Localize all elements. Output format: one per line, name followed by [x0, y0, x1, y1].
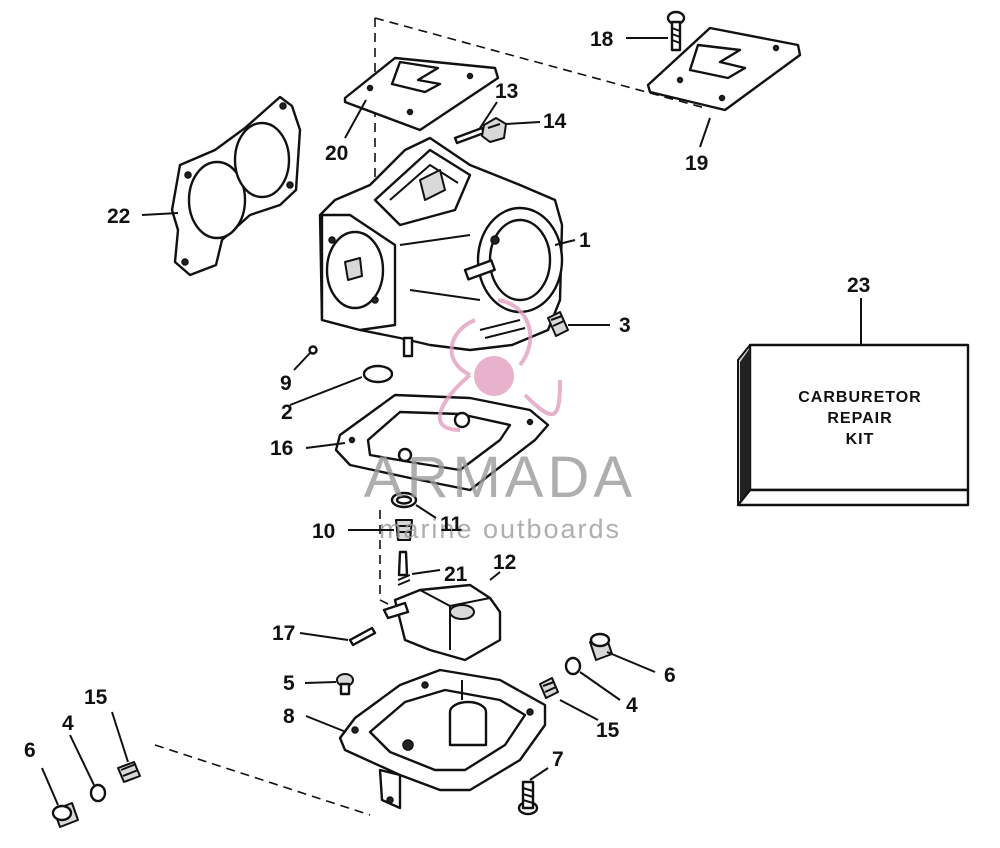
part-4-washer-left	[89, 783, 107, 803]
callout-15-left: 15	[84, 686, 108, 709]
part-13-pin	[453, 126, 486, 145]
callout-7: 7	[552, 748, 564, 771]
part-2-plug	[362, 364, 394, 384]
part-5-screw	[336, 673, 354, 696]
part-15-jet-left	[117, 761, 141, 783]
kit-label-line-3: KIT	[846, 431, 875, 448]
callout-10: 10	[312, 520, 335, 543]
part-18-screw	[666, 10, 686, 52]
callout-23: 23	[847, 274, 870, 297]
watermark-propeller-logo	[437, 298, 562, 432]
callout-18: 18	[590, 28, 614, 51]
watermark-tagline: marine outboards	[379, 514, 621, 544]
part-16-gasket	[334, 393, 550, 492]
callout-20: 20	[325, 142, 348, 165]
part-11-o-ring	[390, 491, 418, 509]
callout-13: 13	[495, 80, 518, 103]
callout-19: 19	[685, 152, 708, 175]
part-23-repair-kit-box: CARBURETOR REPAIR KIT	[736, 343, 970, 507]
part-3-screw	[547, 311, 569, 337]
callout-22: 22	[107, 205, 130, 228]
callout-15-right: 15	[596, 719, 620, 742]
part-6-plug-right	[589, 632, 613, 661]
callout-4-right: 4	[626, 694, 638, 717]
callout-4-left: 4	[62, 712, 74, 735]
callout-12: 12	[493, 551, 516, 574]
part-22-gasket	[170, 95, 302, 277]
part-7-screw	[517, 780, 539, 816]
part-1-carburetor-body	[318, 136, 564, 358]
kit-label-line-1: CARBURETOR	[798, 389, 921, 406]
callout-11: 11	[440, 513, 463, 536]
part-14-fitting	[481, 117, 507, 143]
callout-21: 21	[444, 563, 468, 586]
part-8-float-bowl	[338, 668, 547, 810]
part-4-washer-right	[564, 656, 582, 676]
watermark-logo-hub	[474, 356, 514, 396]
callout-5: 5	[283, 672, 295, 695]
part-19-plate	[646, 26, 802, 112]
part-10-needle-seat	[395, 519, 413, 541]
callout-3: 3	[619, 314, 631, 337]
callout-14: 14	[543, 110, 567, 133]
watermark: ARMADA marine outboards	[364, 298, 636, 544]
callout-6-right: 6	[664, 664, 676, 687]
part-12-float	[382, 583, 502, 662]
callout-16: 16	[270, 437, 293, 460]
callout-17: 17	[272, 622, 295, 645]
part-20-plate	[343, 56, 500, 132]
callout-labels: 1 2 3 4 4 5 6 6 7 8 9 10 11 12 13 14 15 …	[24, 28, 870, 771]
kit-label-line-2: REPAIR	[827, 410, 892, 427]
leader-lines	[41, 37, 862, 806]
callout-6-left: 6	[24, 739, 36, 762]
callout-2: 2	[281, 401, 293, 424]
part-17-pin	[348, 626, 377, 647]
callout-8: 8	[283, 705, 295, 728]
callout-9: 9	[280, 372, 292, 395]
part-6-plug-left	[51, 802, 79, 828]
callout-1: 1	[579, 229, 591, 252]
part-9-ball	[308, 345, 318, 355]
part-15-jet-right	[539, 677, 559, 699]
part-21-needle	[397, 550, 411, 586]
watermark-name: ARMADA	[364, 445, 636, 510]
